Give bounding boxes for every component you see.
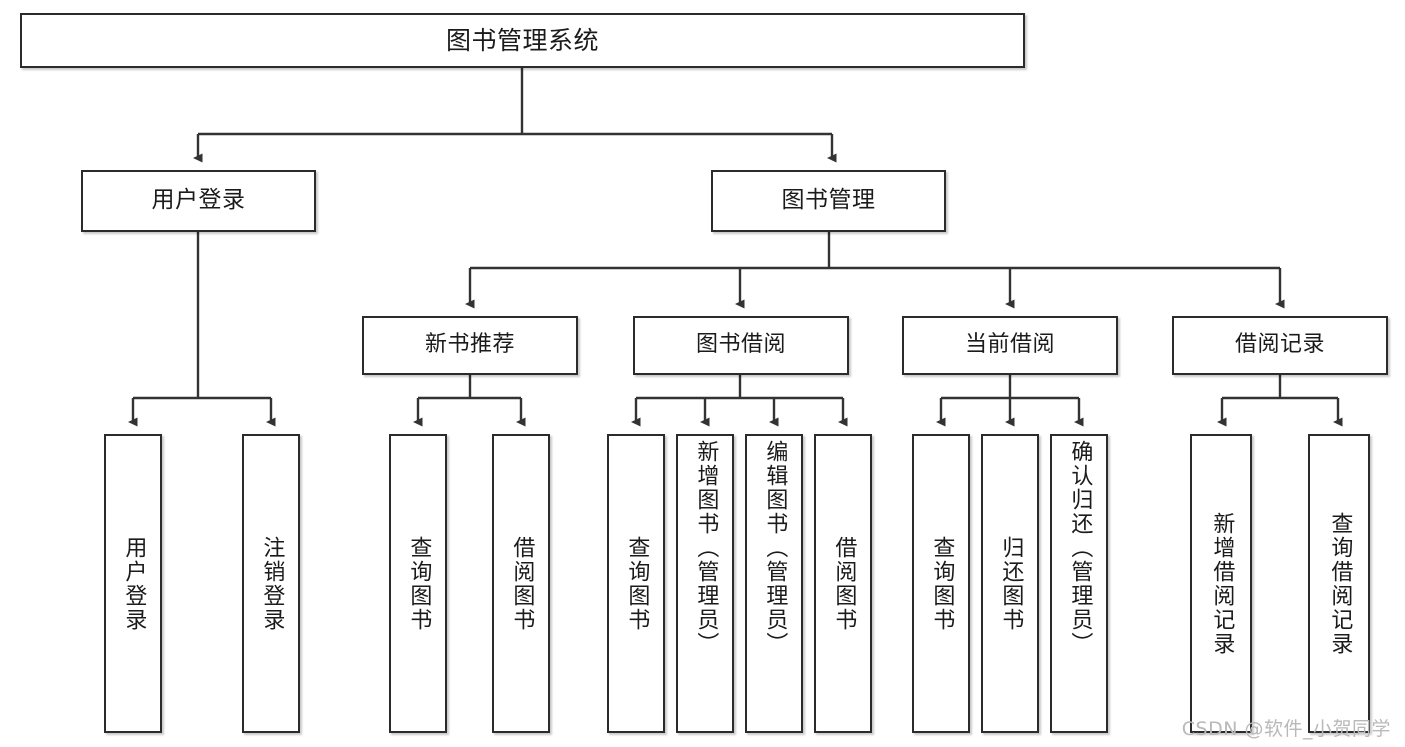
node-leaf-confirm-return-label: 确认归还（管理员） xyxy=(1067,440,1093,656)
node-leaf-query-book-1[interactable]: 查询图书 xyxy=(389,434,447,733)
node-leaf-add-book[interactable]: 新增图书（管理员） xyxy=(676,434,734,733)
node-leaf-logout[interactable]: 注销登录 xyxy=(242,434,300,733)
node-leaf-edit-book[interactable]: 编辑图书（管理员） xyxy=(745,434,803,733)
node-user-login-label: 用户登录 xyxy=(151,187,246,214)
node-leaf-add-record-label: 新增借阅记录 xyxy=(1209,511,1235,656)
node-leaf-query-book-2[interactable]: 查询图书 xyxy=(607,434,665,733)
node-current-borrow[interactable]: 当前借阅 xyxy=(902,316,1118,375)
node-leaf-query-book-1-label: 查询图书 xyxy=(406,535,432,632)
node-leaf-query-record-label: 查询借阅记录 xyxy=(1327,511,1353,656)
node-leaf-query-book-3[interactable]: 查询图书 xyxy=(912,434,970,733)
node-book-borrow[interactable]: 图书借阅 xyxy=(633,316,849,375)
node-leaf-edit-book-label: 编辑图书（管理员） xyxy=(762,440,788,656)
node-leaf-borrow-book-1[interactable]: 借阅图书 xyxy=(492,434,550,733)
node-leaf-confirm-return[interactable]: 确认归还（管理员） xyxy=(1050,434,1108,733)
node-leaf-query-book-2-label: 查询图书 xyxy=(624,535,650,632)
node-book-manage[interactable]: 图书管理 xyxy=(711,170,946,232)
node-leaf-user-login[interactable]: 用户登录 xyxy=(104,434,162,733)
node-leaf-query-book-3-label: 查询图书 xyxy=(929,535,955,632)
node-root[interactable]: 图书管理系统 xyxy=(20,13,1025,68)
node-leaf-add-book-label: 新增图书（管理员） xyxy=(693,440,719,656)
node-leaf-query-record[interactable]: 查询借阅记录 xyxy=(1308,434,1370,733)
node-new-book-recommend-label: 新书推荐 xyxy=(424,332,515,358)
node-leaf-borrow-book-2[interactable]: 借阅图书 xyxy=(814,434,872,733)
node-leaf-return-book-label: 归还图书 xyxy=(998,535,1024,632)
node-borrow-record[interactable]: 借阅记录 xyxy=(1172,316,1388,375)
node-leaf-logout-label: 注销登录 xyxy=(259,535,285,632)
node-root-label: 图书管理系统 xyxy=(445,25,599,55)
node-user-login[interactable]: 用户登录 xyxy=(81,170,316,232)
node-book-borrow-label: 图书借阅 xyxy=(695,332,786,358)
node-new-book-recommend[interactable]: 新书推荐 xyxy=(362,316,578,375)
node-current-borrow-label: 当前借阅 xyxy=(964,332,1055,358)
node-leaf-user-login-label: 用户登录 xyxy=(121,535,147,632)
node-book-manage-label: 图书管理 xyxy=(781,187,876,214)
node-leaf-borrow-book-2-label: 借阅图书 xyxy=(831,535,857,632)
node-leaf-add-record[interactable]: 新增借阅记录 xyxy=(1190,434,1252,733)
node-leaf-return-book[interactable]: 归还图书 xyxy=(981,434,1039,733)
node-borrow-record-label: 借阅记录 xyxy=(1234,332,1325,358)
node-leaf-borrow-book-1-label: 借阅图书 xyxy=(509,535,535,632)
